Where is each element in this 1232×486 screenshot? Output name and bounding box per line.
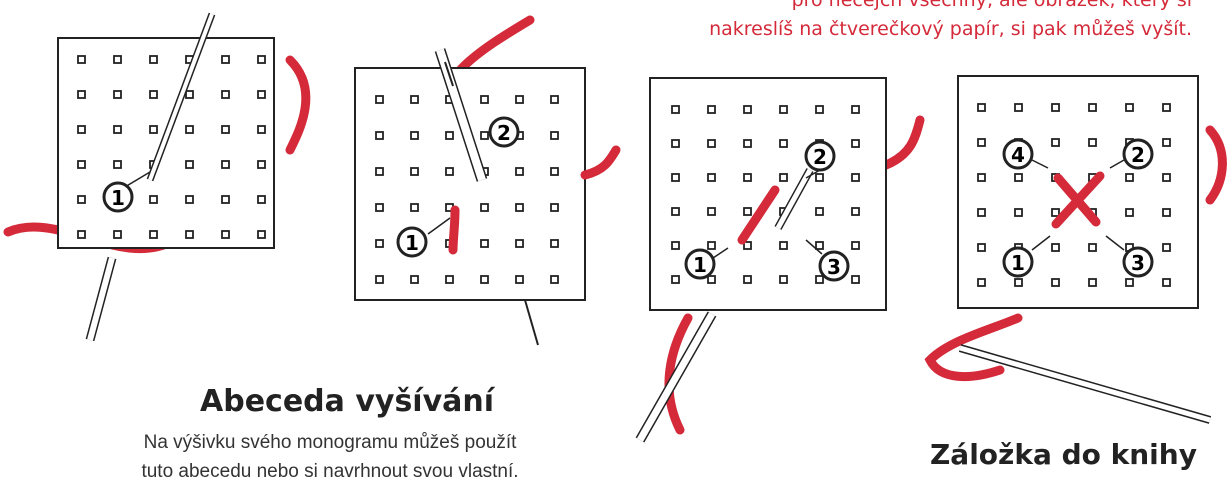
stitch-panel-2: 2 1 [320,0,620,374]
step-label: 1 [693,253,707,277]
stitch-illustration-3: 2 1 3 [610,0,920,466]
step-label: 2 [813,145,827,169]
step-label: 1 [405,231,419,255]
step-label: 2 [1131,143,1145,167]
step-label: 1 [1011,251,1025,275]
section-title: Abeceda vyšívání [200,384,460,419]
thread-red [290,60,306,150]
step-label: 2 [497,121,511,145]
needle-icon [960,348,1210,420]
thread-red [930,318,1018,377]
stitch-panel-1: 1 [0,0,340,364]
stitch-illustration-4: 4 2 1 3 [910,0,1232,466]
thread-red [1210,130,1222,200]
stitch-illustration-2: 2 1 [320,0,620,370]
step-label: 1 [111,186,125,210]
stitch-panel-3: 2 1 3 [610,0,920,470]
step-label: 4 [1011,143,1025,167]
section-body: Na výšivku svého monogramu můžeš použít … [120,428,540,486]
fabric-square [958,76,1198,308]
section-body-line-1: Na výšivku svého monogramu můžeš použít [120,428,540,457]
section-body-line-2: tuto abecedu nebo si navrhnout svou vlas… [120,457,540,486]
needle-icon [90,258,112,340]
stitch-illustration-1: 1 [0,0,340,360]
stitch-panel-4: 4 2 1 3 [910,0,1232,470]
step-label: 3 [827,255,841,279]
step-label: 3 [1131,251,1145,275]
bookmark-title: Záložka do knihy [930,438,1190,471]
